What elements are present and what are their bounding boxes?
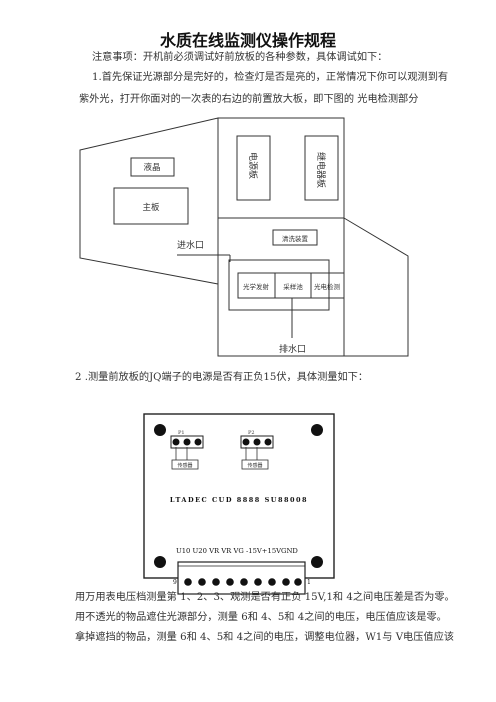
power-board-box [236,135,271,201]
terminal-block [177,561,306,595]
relay-board-label: 继电器板 [315,152,327,188]
sensor-left-label: 传感器 [177,462,192,469]
connector-left-label: P1 [178,430,185,436]
inlet-label: 进水口 [177,239,204,251]
relay-board-box [304,135,339,201]
step1-line1: 1.首先保证光源部分是完好的，检查灯是否是亮的，正常情况下你可以观测到有 [92,72,449,83]
mounting-holes [154,424,323,568]
terminal-labels: U10 U20 VR VR VG -15V+15VGND [176,547,298,555]
mainboard-label: 主板 [142,202,160,213]
sample-module-outer [228,259,330,311]
power-board-label: 电源板 [247,152,259,179]
cleaning-label: 清洗装置 [282,234,309,243]
photo-detect-label: 光电检测 [314,282,341,291]
sample-cell-label: 采样池 [283,282,303,291]
connector-left [170,435,204,470]
optical-emitter-label: 光学发射 [243,282,270,291]
right-door-panel [343,217,409,357]
lcd-box [130,157,175,177]
terminal-pins [184,578,302,586]
board-silkscreen: LTADEC CUD 8888 SU88008 [170,496,308,504]
terminal-left-mark: 9 [173,579,177,586]
mainboard-box [113,187,189,225]
step1-line2: 紫外光，打开你面对的一次表的右边的前置放大板，即下图的 光电检测部分 [79,94,419,105]
page-title: 水质在线监测仪操作规程 [159,31,336,50]
lcd-label: 液晶 [143,162,160,173]
terminal-right-mark: 1 [307,579,311,586]
connector-right-label: P2 [248,430,255,436]
sample-module-inner [237,272,345,299]
step3-line2: 用不透光的物品遮住光源部分，测量 6和 4、5和 4之间的电压，电压值应该是零。 [75,612,447,623]
outlet-label: 排水口 [279,343,306,355]
connector-right [240,435,274,470]
note-paragraph: 注意事项：开机前必须调试好前放板的各种参数，具体调试如下： [92,52,388,63]
step3-line1: 用万用表电压档测量第 1、2、3、观测是否有正负 15V,1和 4之间电压差是否… [75,592,455,603]
step2-line: 2 .测量前放板的JQ端子的电源是否有正负15伏，具体测量如下： [75,372,369,383]
cleaning-box [272,229,318,246]
step3-line3: 拿掉遮挡的物品，测量 6和 4、5和 4之间的电压，调整电位器，W1与 V电压值… [75,632,454,643]
sensor-right-label: 传感器 [247,462,262,469]
